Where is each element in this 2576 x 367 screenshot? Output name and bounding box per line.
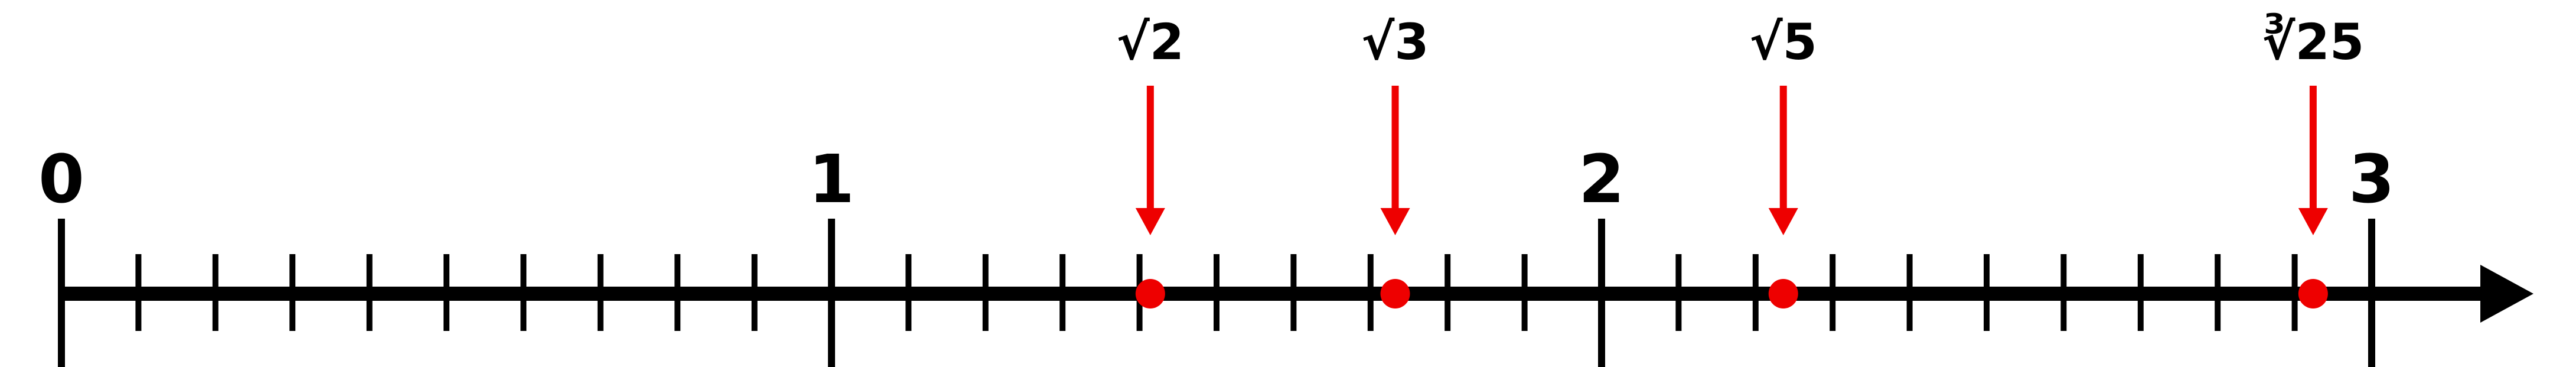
marker: √2 — [1117, 13, 1184, 308]
major-tick-label: 2 — [1579, 141, 1625, 218]
marker-arrow-head — [1135, 208, 1165, 235]
tick-marks — [58, 219, 2375, 367]
marker-label: √2 — [1117, 13, 1184, 71]
marker-dot — [1380, 279, 1410, 308]
marker-arrow-head — [1380, 208, 1410, 235]
major-tick-labels: 0 1 2 3 — [38, 141, 2395, 218]
marker-dot — [1135, 279, 1165, 308]
major-tick-label: 0 — [38, 141, 84, 218]
major-tick-label: 3 — [2349, 141, 2395, 218]
marker-label: √5 — [1750, 13, 1817, 71]
value-markers: √2 √3 √5 ∛25 — [1117, 12, 2364, 308]
marker-arrow-head — [2298, 208, 2328, 235]
marker-dot — [2298, 279, 2328, 308]
marker-label: ∛25 — [2262, 12, 2364, 71]
axis-arrowhead — [2480, 265, 2533, 323]
marker: ∛25 — [2262, 12, 2364, 308]
marker-arrow-head — [1768, 208, 1798, 235]
marker: √5 — [1750, 13, 1817, 308]
marker: √3 — [1361, 13, 1429, 308]
marker-label: √3 — [1361, 13, 1429, 71]
marker-dot — [1768, 279, 1798, 308]
major-tick-label: 1 — [808, 141, 855, 218]
